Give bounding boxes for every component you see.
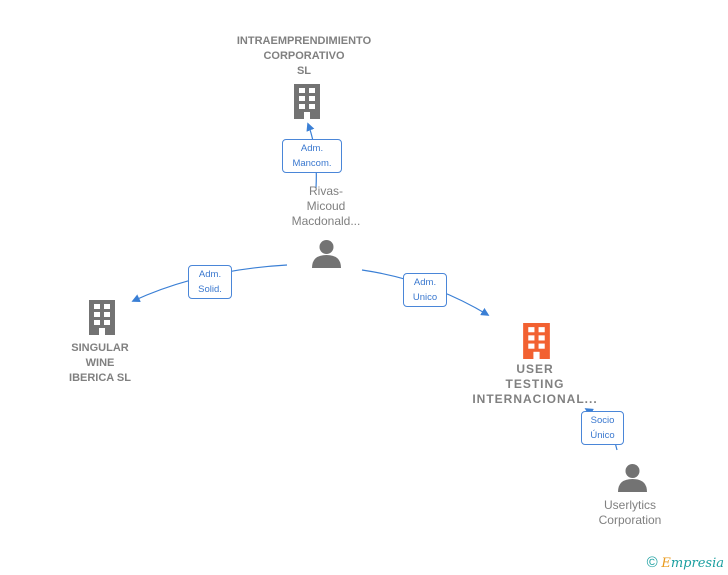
building-icon-main[interactable]	[520, 323, 553, 359]
person-icon[interactable]	[312, 239, 341, 268]
brand-name: mpresia	[670, 556, 724, 571]
edge-label-socio-unico: Socio Único	[581, 411, 624, 445]
edge-label-adm-solid: Adm. Solid.	[188, 265, 232, 299]
edge-label-adm-mancom: Adm. Mancom.	[282, 139, 342, 173]
node-label-user-testing[interactable]: USER TESTING INTERNACIONAL...	[472, 362, 598, 406]
copyright-icon: ©	[646, 554, 658, 571]
brand-initial: E	[661, 556, 671, 571]
node-label-singular[interactable]: SINGULAR WINE IBERICA SL	[69, 342, 131, 384]
empresia-logo[interactable]: © Empresia	[647, 554, 724, 571]
node-label-rivas[interactable]: Rivas- Micoud Macdonald...	[291, 184, 361, 228]
node-label-userlytics[interactable]: Userlytics Corporation	[598, 498, 662, 527]
building-icon[interactable]	[86, 300, 118, 335]
building-icon[interactable]	[291, 84, 323, 119]
node-label-intraemprendimiento[interactable]: INTRAEMPRENDIMIENTO CORPORATIVO SL	[236, 35, 372, 77]
person-icon[interactable]	[618, 463, 647, 492]
edge-label-adm-unico: Adm. Unico	[403, 273, 447, 307]
